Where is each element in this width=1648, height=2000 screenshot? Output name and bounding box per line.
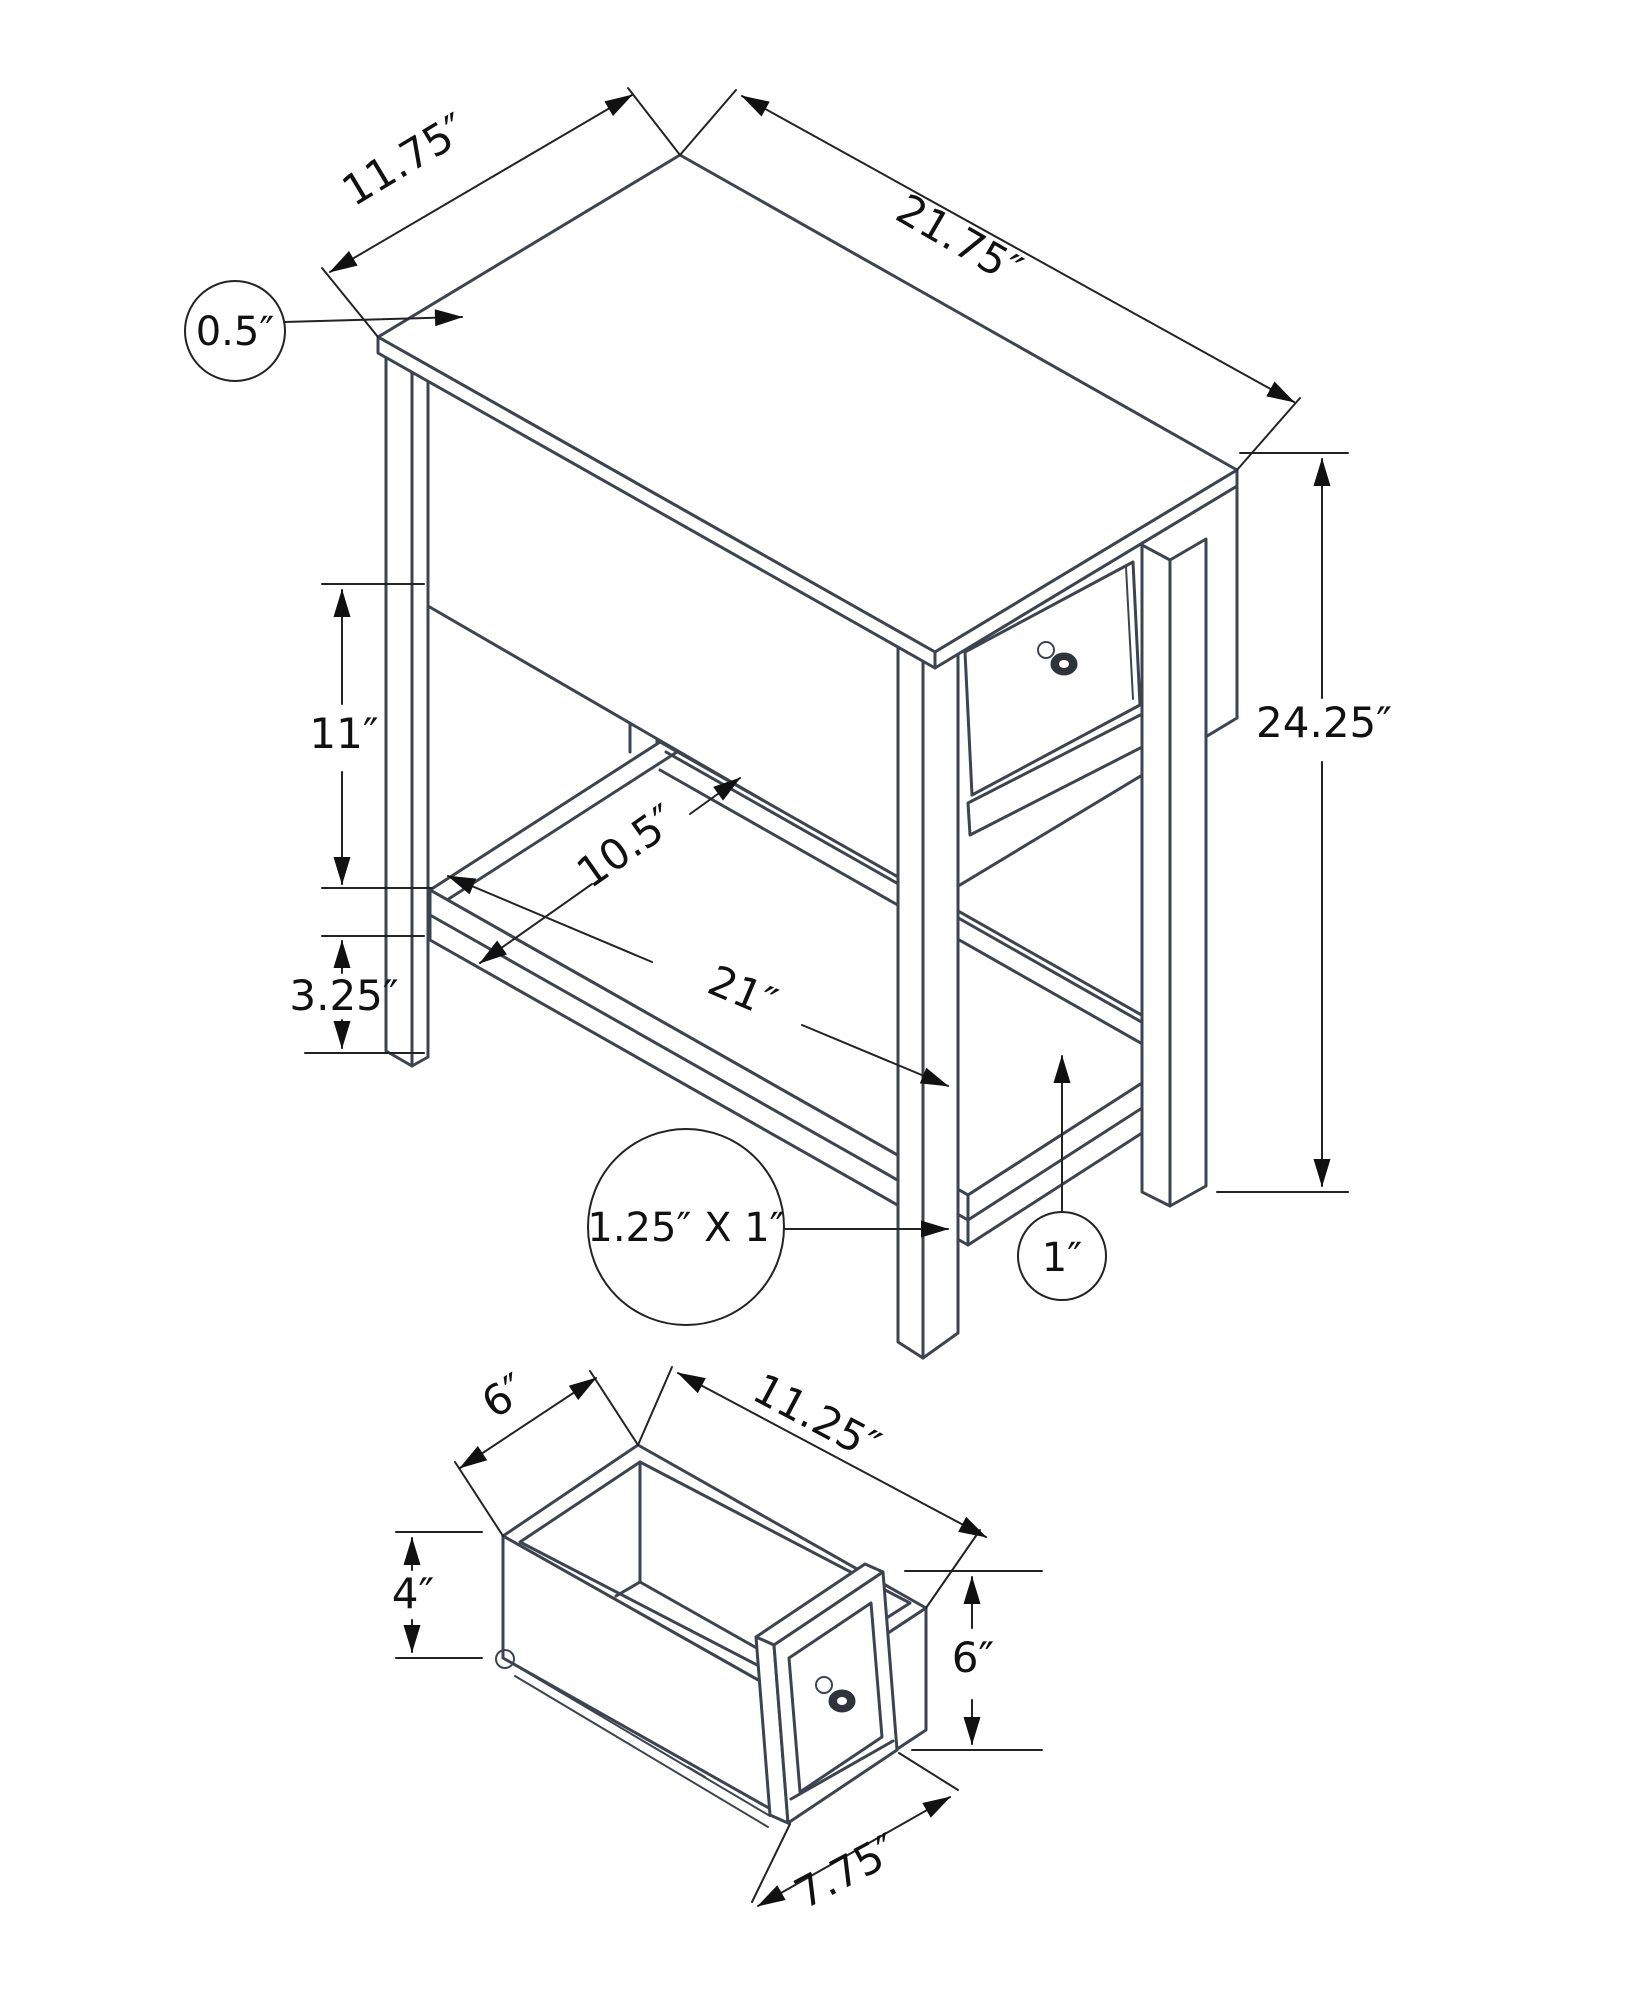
dim-overall-height: 24.25″ — [1216, 452, 1392, 1193]
thickness-callout-circle — [184, 280, 286, 382]
top-length-label: 21.75″ — [888, 184, 1030, 294]
drawer-inner-depth-label: 6″ — [473, 1364, 535, 1428]
dim-drawer-box-height: 4″ — [392, 1531, 483, 1659]
front-right-leg — [896, 638, 960, 1360]
slide-roller — [495, 1649, 515, 1669]
callout-top-thickness: 0.5″ — [184, 280, 463, 382]
shelf-rail-label: 1″ — [1042, 1235, 1082, 1281]
drawer-box-height-label: 4″ — [392, 1569, 434, 1618]
dim-drawer-to-shelf: 11″ — [309, 583, 433, 889]
front-left-leg — [384, 355, 430, 1068]
shelf-to-floor-label: 3.25″ — [289, 971, 398, 1020]
drawer-front-width-label: 7.75″ — [786, 1824, 905, 1919]
drawer-front — [963, 560, 1154, 837]
drawer-front-panel — [754, 1562, 899, 1825]
dim-drawer-front-height: 6″ — [904, 1570, 1043, 1751]
knob-screw — [1037, 641, 1055, 659]
callout-leg-section: 1.25″ X 1″ — [587, 1128, 949, 1326]
tabletop — [376, 153, 1239, 670]
callout-shelf-rail: 1″ — [1017, 1055, 1107, 1301]
drawer-view: 6″ 11.25″ 4″ — [392, 1364, 1043, 1919]
overall-height-label: 24.25″ — [1256, 698, 1392, 747]
drawer-slide-rail — [495, 1649, 771, 1828]
drawer-to-shelf-label: 11″ — [309, 709, 378, 758]
drawer-knob-screw — [815, 1676, 833, 1694]
dim-shelf-to-floor: 3.25″ — [289, 935, 425, 1054]
leg-callout-circle — [587, 1128, 785, 1326]
leg-section-label: 1.25″ X 1″ — [587, 1205, 784, 1251]
back-right-leg — [1140, 537, 1208, 1208]
top-thickness-label: 0.5″ — [196, 309, 275, 355]
drawer-inner-length-label: 11.25″ — [745, 1364, 888, 1471]
drawer-front-height-label: 6″ — [952, 1633, 994, 1682]
assembled-table-view: 11.75″ 21.75″ 0.5″ 11″ — [184, 87, 1392, 1360]
